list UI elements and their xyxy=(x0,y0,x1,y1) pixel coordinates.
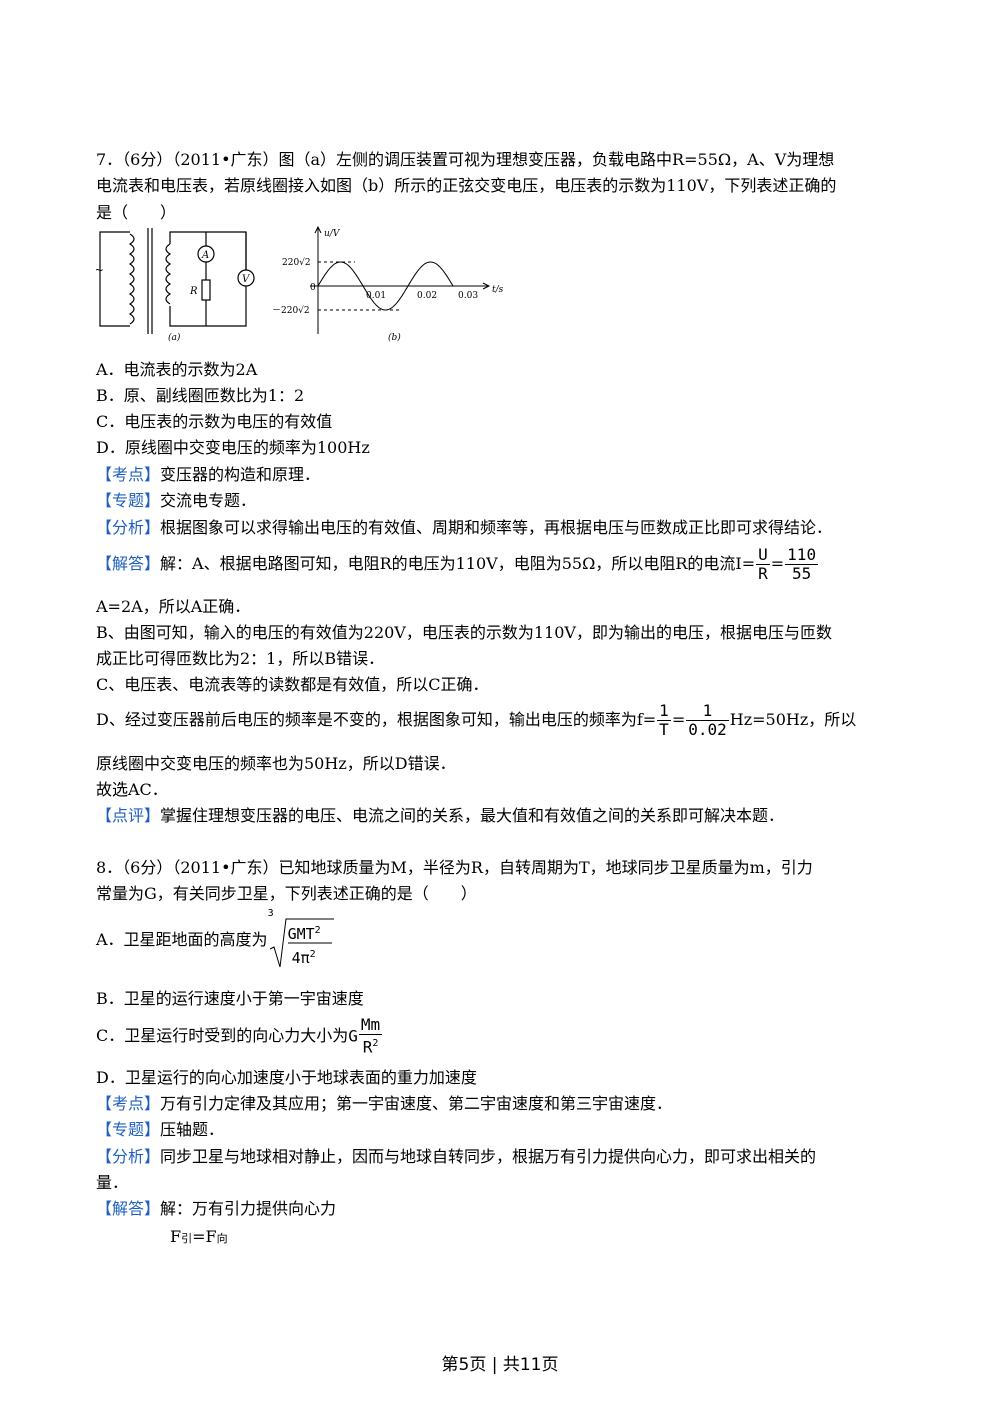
q8-option-a: A．卫星距地面的高度为 3 GMT2 4π2 xyxy=(96,908,334,969)
resistor-label: R xyxy=(189,286,198,297)
q7-option-c: C．电压表的示数为电压的有效值 xyxy=(96,412,333,431)
zhuanti-tag: 【专题】 xyxy=(96,491,161,510)
y-max-label: 220√2 xyxy=(282,257,311,268)
root-index: 3 xyxy=(267,907,274,919)
ac-source-symbol: ~ xyxy=(96,263,104,277)
q7-kaodian: 【考点】变压器的构造和原理． xyxy=(96,465,320,485)
fenxi-text-1: 同步卫星与地球相对静止，因而与地球自转同步，根据万有引力提供向心力，即可求出相关… xyxy=(160,1147,817,1166)
q7-dianping: 【点评】掌握住理想变压器的电压、电流之间的关系，最大值和有效值之间的关系即可解决… xyxy=(96,806,784,826)
q8-stem-line2: 常量为G，有关同步卫星，下列表述正确的是（ ） xyxy=(96,884,477,903)
kaodian-text: 变压器的构造和原理． xyxy=(160,465,321,484)
y-axis-label: u/V xyxy=(324,229,341,239)
q8-stem-line1: 8．（6分）（2011•广东）已知地球质量为M，半径为R，自转周期为T，地球同步… xyxy=(96,858,813,877)
jieda-text-6b: Hz=50Hz，所以 xyxy=(729,710,857,729)
q8-fenxi-line2: 量． xyxy=(96,1173,129,1192)
jieda-tag: 【解答】 xyxy=(96,554,161,573)
q8-kaodian: 【考点】万有引力定律及其应用；第一宇宙速度、第二宇宙速度和第三宇宙速度． xyxy=(96,1094,672,1114)
q8-jieda: 【解答】解：万有引力提供向心力 xyxy=(96,1199,336,1219)
root-numerator: GMT2 xyxy=(287,924,321,943)
q7-stem-line1: 7．（6分）（2011•广东）图（a）左侧的调压装置可视为理想变压器，负载电路中… xyxy=(96,150,835,169)
q7-jieda-line3: B、由图可知，输入的电压的有效值为220V，电压表的示数为110V，即为输出的电… xyxy=(96,623,832,642)
tick-0-01: 0.01 xyxy=(366,291,386,301)
zhuanti-text: 交流电专题． xyxy=(160,491,257,510)
q8-zhuanti: 【专题】压轴题． xyxy=(96,1120,224,1140)
q8-option-b: B．卫星的运行速度小于第一宇宙速度 xyxy=(96,989,364,1008)
y-min-label: －220√2 xyxy=(272,305,310,316)
q7-stem-line3: 是（ ） xyxy=(96,203,177,222)
tick-0-02: 0.02 xyxy=(417,291,437,301)
q7-jieda-line8: 故选AC． xyxy=(96,780,168,799)
q8-option-d: D．卫星运行的向心加速度小于地球表面的重力加速度 xyxy=(96,1068,477,1087)
q8-equation-f: F引=F向 xyxy=(170,1227,228,1246)
tick-0-03: 0.03 xyxy=(458,291,478,301)
q7-option-b: B．原、副线圈匝数比为1：2 xyxy=(96,386,305,405)
q7-circuit-figure: ~ A V R (a) xyxy=(96,228,255,343)
q7-zhuanti: 【专题】交流电专题． xyxy=(96,491,256,511)
q8-fenxi-line1: 【分析】同步卫星与地球相对静止，因而与地球自转同步，根据万有引力提供向心力，即可… xyxy=(96,1147,816,1167)
x-axis-label: t/s xyxy=(492,285,504,295)
q7-jieda-line5: C、电压表、电流表等的读数都是有效值，所以C正确． xyxy=(96,675,489,694)
q7-fenxi: 【分析】根据图象可以求得输出电压的有效值、周期和频率等，再根据电压与匝数成正比即… xyxy=(96,518,832,538)
q7-jieda-line4: 成正比可得匝数比为2：1，所以B错误． xyxy=(96,649,385,668)
dianping-text: 掌握住理想变压器的电压、电流之间的关系，最大值和有效值之间的关系即可解决本题． xyxy=(160,806,785,825)
q8-option-c-text: C．卫星运行时受到的向心力大小为 xyxy=(96,1026,349,1045)
jieda-tag: 【解答】 xyxy=(96,1199,161,1218)
jieda-text-1: 解：万有引力提供向心力 xyxy=(160,1199,337,1218)
jieda-text-1: 解：A、根据电路图可知，电阻R的电压为110V，电阻为55Ω，所以电阻R的电流I… xyxy=(160,554,756,573)
zhuanti-tag: 【专题】 xyxy=(96,1120,161,1139)
root-denominator: 4π2 xyxy=(291,948,316,967)
gravitational-constant: G xyxy=(348,1026,358,1046)
q7-jieda-line2: A=2A，所以A正确． xyxy=(96,597,251,616)
kaodian-text: 万有引力定律及其应用；第一宇宙速度、第二宇宙速度和第三宇宙速度． xyxy=(160,1094,673,1113)
kaodian-tag: 【考点】 xyxy=(96,465,161,484)
q8-option-a-text: A．卫星距地面的高度为 xyxy=(96,930,268,949)
jieda-text-6a: D、经过变压器前后电压的频率是不变的，根据图象可知，输出电压的频率为f= xyxy=(96,710,657,729)
fenxi-tag: 【分析】 xyxy=(96,518,161,537)
q7-option-a: A．电流表的示数为2A xyxy=(96,360,258,379)
q7-stem-line2: 电流表和电压表，若原线圈接入如图（b）所示的正弦交变电压，电压表的示数为110V… xyxy=(96,176,837,195)
q7-jieda-line7: 原线圈中交变电压的频率也为50Hz，所以D错误． xyxy=(96,754,456,773)
q7-option-d: D．原线圈中交变电压的频率为100Hz xyxy=(96,438,370,457)
page-footer: 第5页 | 共11页 xyxy=(441,1355,559,1375)
circuit-caption: (a) xyxy=(168,332,181,343)
cube-root-expression: 3 GMT2 4π2 xyxy=(268,908,334,969)
voltmeter-label: V xyxy=(242,274,251,285)
fenxi-text: 根据图象可以求得输出电压的有效值、周期和频率等，再根据电压与匝数成正比即可求得结… xyxy=(160,518,833,537)
origin-label: 0 xyxy=(310,283,316,293)
zhuanti-text: 压轴题． xyxy=(160,1120,225,1139)
q7-jieda-line1: 【解答】解：A、根据电路图可知，电阻R的电压为110V，电阻为55Ω，所以电阻R… xyxy=(96,545,819,583)
graph-caption: (b) xyxy=(388,332,401,343)
kaodian-tag: 【考点】 xyxy=(96,1094,161,1113)
dianping-tag: 【点评】 xyxy=(96,806,161,825)
ammeter-label: A xyxy=(201,250,209,261)
fenxi-tag: 【分析】 xyxy=(96,1147,161,1166)
q7-voltage-graph: u/V t/s 220√2 －220√2 0 0.01 0.02 0.03 (b… xyxy=(272,225,504,343)
